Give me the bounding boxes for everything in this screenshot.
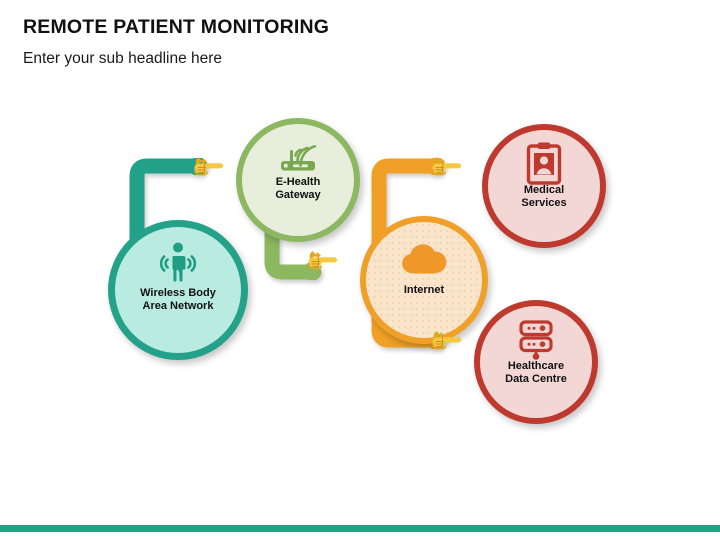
wifi-router-icon (242, 124, 354, 176)
node-label: Healthcare Data Centre (505, 360, 567, 385)
node-wireless-body-area-network[interactable]: Wireless Body Area Network (108, 220, 248, 360)
page-subtitle: Enter your sub headline here (23, 50, 223, 67)
bottom-accent-bar (0, 525, 720, 532)
node-label: E-Health Gateway (275, 176, 321, 201)
node-healthcare-data-centre[interactable]: Healthcare Data Centre (474, 300, 598, 424)
clipboard-person-icon (488, 130, 600, 185)
pointing-hand-icon (194, 157, 224, 176)
pointing-hand-icon (432, 157, 462, 176)
page-title: REMOTE PATIENT MONITORING (23, 16, 330, 38)
person-wireless-signal-icon (115, 227, 241, 285)
node-medical-services[interactable]: Medical Services (482, 124, 606, 248)
node-label: Wireless Body Area Network (140, 287, 216, 312)
server-stack-icon (480, 306, 592, 360)
node-label: Internet (403, 284, 445, 296)
pointing-hand-icon (308, 251, 338, 270)
pointing-hand-icon (432, 331, 462, 350)
cloud-icon (366, 222, 482, 278)
node-e-health-gateway[interactable]: E-Health Gateway (236, 118, 360, 242)
node-internet[interactable]: Internet (360, 216, 488, 344)
node-label: Medical Services (521, 184, 567, 209)
